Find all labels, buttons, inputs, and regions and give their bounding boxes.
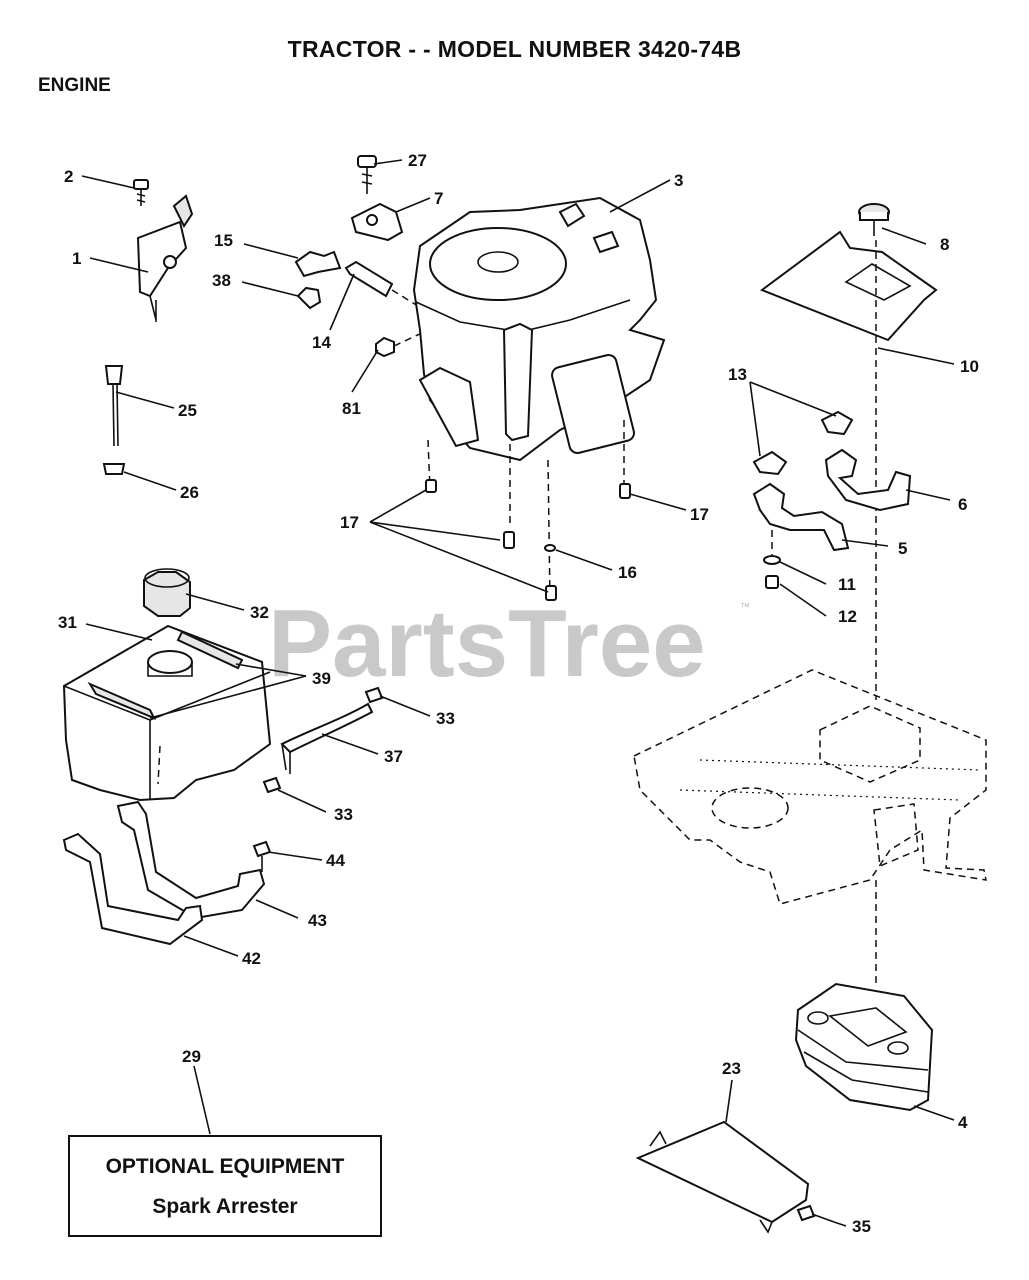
callout-4: 4 bbox=[958, 1113, 968, 1132]
exhaust-pipe-5-part bbox=[752, 482, 850, 552]
callout-1: 1 bbox=[72, 249, 81, 268]
callout-7: 7 bbox=[434, 189, 443, 208]
callout-11: 11 bbox=[838, 575, 856, 594]
watermark-trademark: ™ bbox=[740, 602, 750, 613]
callout-labels: 2 1 27 7 3 15 38 14 81 8 10 25 26 13 6 1… bbox=[58, 151, 979, 1236]
bolts-17-part bbox=[425, 479, 631, 601]
callout-31: 31 bbox=[58, 613, 77, 632]
fuel-cap-part bbox=[143, 568, 191, 617]
callout-2: 2 bbox=[64, 167, 73, 186]
clamp-part bbox=[350, 155, 404, 242]
washer-bolt-part bbox=[763, 530, 781, 589]
exhaust-pipe-6-part bbox=[824, 448, 912, 512]
fuel-fittings-part bbox=[294, 250, 419, 310]
throttle-control-part bbox=[136, 194, 194, 322]
callout-6: 6 bbox=[958, 495, 967, 514]
callout-44: 44 bbox=[326, 851, 345, 870]
callout-29: 29 bbox=[182, 1047, 201, 1066]
callout-5: 5 bbox=[898, 539, 907, 558]
callout-37: 37 bbox=[384, 747, 403, 766]
callout-38: 38 bbox=[212, 271, 231, 290]
optional-equipment-box: OPTIONAL EQUIPMENT Spark Arrester bbox=[68, 1135, 382, 1237]
callout-33-bottom: 33 bbox=[334, 805, 353, 824]
screw-2-part bbox=[133, 179, 149, 206]
optional-equipment-heading: OPTIONAL EQUIPMENT bbox=[105, 1155, 345, 1178]
callout-27: 27 bbox=[408, 151, 427, 170]
callout-17-left: 17 bbox=[340, 513, 359, 532]
callout-39: 39 bbox=[312, 669, 331, 688]
callout-23: 23 bbox=[722, 1059, 741, 1078]
spark-arrester-label: Spark Arrester bbox=[152, 1195, 298, 1218]
callout-32: 32 bbox=[250, 603, 269, 622]
screw-44-part bbox=[252, 840, 272, 872]
tank-bracket-42-part bbox=[62, 832, 204, 946]
exhaust-gaskets-part bbox=[752, 410, 854, 476]
callout-13: 13 bbox=[728, 365, 747, 384]
callout-14: 14 bbox=[312, 333, 331, 352]
dipstick-part bbox=[102, 365, 126, 475]
page-title: TRACTOR - - MODEL NUMBER 3420-74B bbox=[287, 36, 742, 62]
callout-17-right: 17 bbox=[690, 505, 709, 524]
callout-15: 15 bbox=[214, 231, 233, 250]
callout-35: 35 bbox=[852, 1217, 871, 1236]
bolt-35-part bbox=[796, 1204, 835, 1223]
callout-10: 10 bbox=[960, 357, 979, 376]
nut-81-part bbox=[375, 331, 425, 358]
muffler-shield-part bbox=[635, 1120, 810, 1234]
engine-part bbox=[412, 196, 666, 462]
muffler-part bbox=[794, 982, 934, 1112]
heat-shield-part bbox=[759, 230, 938, 700]
fuel-hose-part bbox=[262, 686, 384, 794]
callout-33-top: 33 bbox=[436, 709, 455, 728]
callout-42: 42 bbox=[242, 949, 261, 968]
callout-81: 81 bbox=[342, 399, 361, 418]
callout-16: 16 bbox=[618, 563, 637, 582]
callout-26: 26 bbox=[180, 483, 199, 502]
callout-8: 8 bbox=[940, 235, 949, 254]
callout-25: 25 bbox=[178, 401, 197, 420]
tank-bracket-43-part bbox=[116, 800, 266, 920]
leader-lines bbox=[81, 159, 955, 1227]
cap-8-part bbox=[858, 203, 890, 236]
frame-part bbox=[633, 669, 987, 905]
watermark-text: PartsTree bbox=[268, 590, 706, 697]
callout-12: 12 bbox=[838, 607, 857, 626]
section-title: ENGINE bbox=[38, 75, 111, 96]
callout-3: 3 bbox=[674, 171, 683, 190]
callout-43: 43 bbox=[308, 911, 327, 930]
